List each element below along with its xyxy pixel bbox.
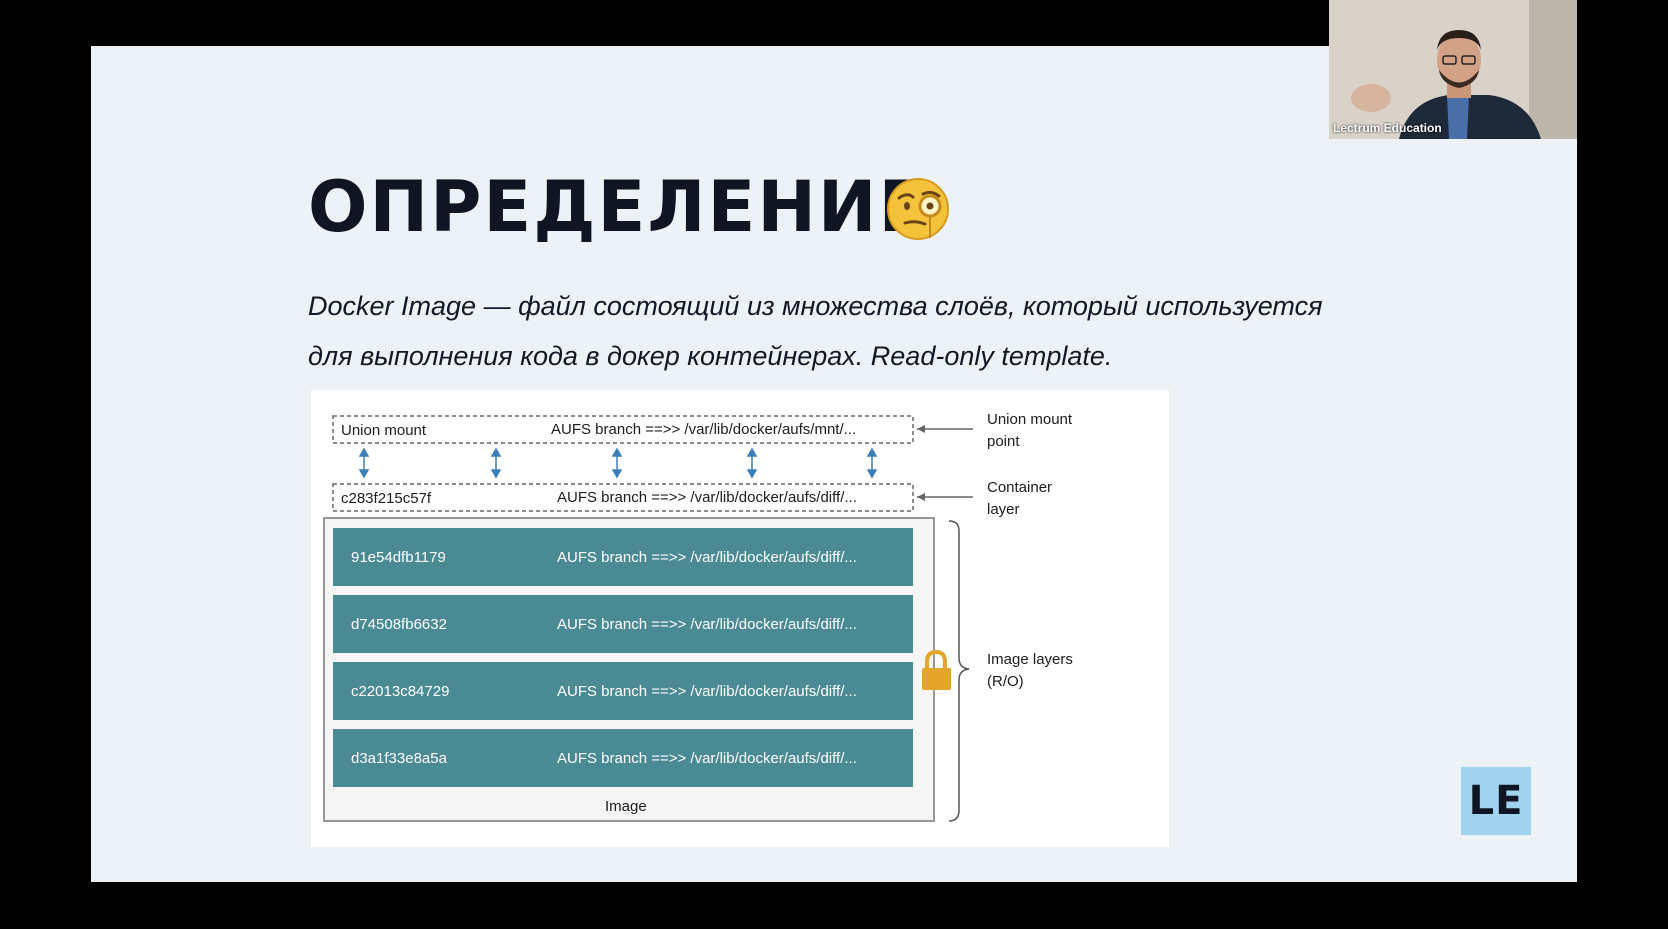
- union-mount-branch: AUFS branch ==>> /var/lib/docker/aufs/mn…: [551, 421, 856, 438]
- docker-layers-diagram: Union mount AUFS branch ==>> /var/lib/do…: [311, 390, 1169, 847]
- image-layer-1-branch: AUFS branch ==>> /var/lib/docker/aufs/di…: [557, 549, 857, 566]
- face-with-monocle-icon: [887, 178, 949, 240]
- container-layer-pointer: [917, 493, 925, 501]
- slide-title: ОПРЕДЕЛЕНИЕ: [308, 166, 929, 248]
- union-mount-label-2: point: [987, 433, 1020, 450]
- logo-text: LE: [1468, 778, 1524, 824]
- union-mount-pointer: [917, 425, 925, 433]
- slide: ОПРЕДЕЛЕНИЕ Docker Image — файл состоящи…: [91, 46, 1577, 882]
- image-layer-3-id: c22013c84729: [351, 683, 449, 700]
- lock-icon: [922, 649, 951, 690]
- union-mount-name: Union mount: [341, 422, 427, 439]
- image-layer-2-id: d74508fb6632: [351, 616, 447, 633]
- image-caption: Image: [605, 798, 647, 815]
- union-mount-label-1: Union mount: [987, 411, 1073, 428]
- sync-arrows: [358, 447, 878, 479]
- container-layer-label-2: layer: [987, 501, 1020, 518]
- container-layer-branch: AUFS branch ==>> /var/lib/docker/aufs/di…: [557, 489, 857, 506]
- description-line-1: Docker Image — файл состоящий из множест…: [308, 291, 1323, 321]
- container-layer-id: c283f215c57f: [341, 490, 432, 507]
- container-layer-box: [332, 483, 914, 512]
- lectrum-logo: LE: [1461, 767, 1531, 835]
- image-layers-label-2: (R/O): [987, 673, 1024, 690]
- image-layers-label-1: Image layers: [987, 651, 1073, 668]
- webcam-participant-name: Lectrum Education: [1333, 121, 1442, 135]
- description-line-2: для выполнения кода в докер контейнерах.…: [308, 341, 1113, 371]
- image-layer-3-branch: AUFS branch ==>> /var/lib/docker/aufs/di…: [557, 683, 857, 700]
- union-mount-box: [332, 415, 914, 444]
- image-layers-brace: [948, 520, 970, 822]
- image-layer-4: [333, 729, 913, 787]
- presenter-video: [1329, 0, 1577, 139]
- image-layer-2: [333, 595, 913, 653]
- container-layer-label-1: Container: [987, 479, 1052, 496]
- webcam-video-tile[interactable]: Lectrum Education: [1329, 0, 1577, 139]
- image-layer-1: [333, 528, 913, 586]
- image-layer-3: [333, 662, 913, 720]
- image-layer-2-branch: AUFS branch ==>> /var/lib/docker/aufs/di…: [557, 616, 857, 633]
- diagram-svg: Union mount AUFS branch ==>> /var/lib/do…: [323, 411, 1073, 822]
- image-layer-4-branch: AUFS branch ==>> /var/lib/docker/aufs/di…: [557, 750, 857, 767]
- image-layer-4-id: d3a1f33e8a5a: [351, 750, 448, 767]
- image-layer-1-id: 91e54dfb1179: [351, 549, 446, 566]
